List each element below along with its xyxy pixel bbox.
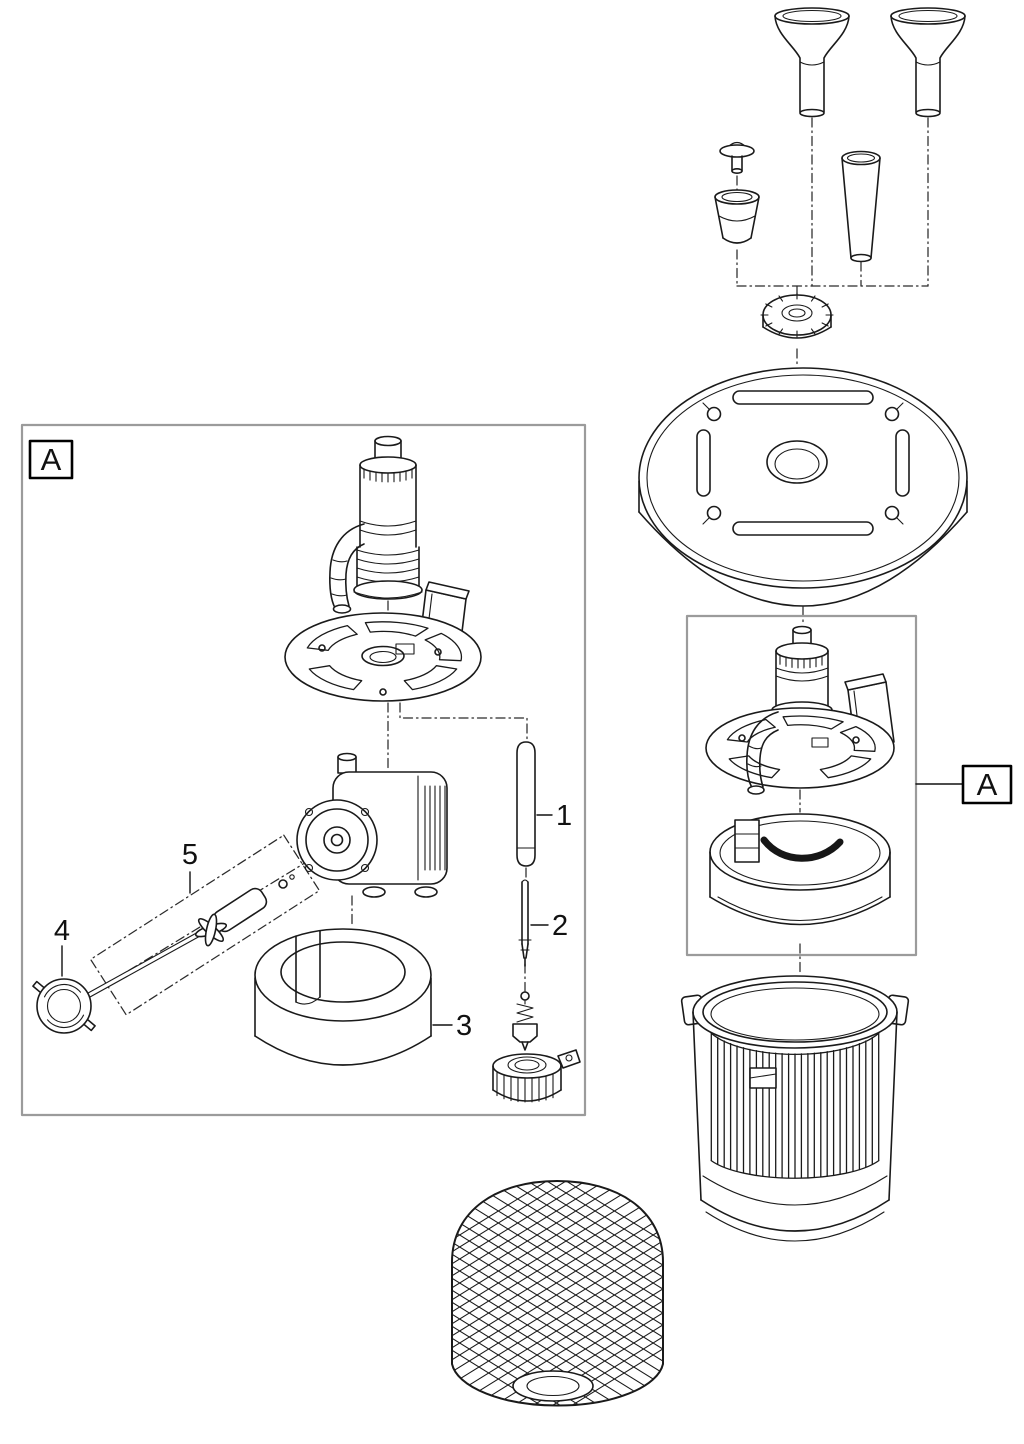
impeller-assembly (73, 874, 295, 1005)
riser-pipe-right (771, 625, 833, 719)
part-1-tube (516, 741, 536, 867)
nozzle-insert (719, 141, 755, 175)
float-cover (638, 367, 968, 607)
detail-box-a-text: A (41, 442, 62, 477)
pump-plate-left (284, 612, 482, 702)
pump-assembly-boxed (685, 614, 918, 975)
strainer-bucket (680, 975, 910, 1242)
ring-nut-top (760, 292, 834, 339)
riser-pipe-left (353, 435, 423, 600)
hose-elbow-right (746, 711, 779, 795)
reference-label-a: A (915, 764, 1013, 805)
pump-chamber-ring (254, 928, 432, 1066)
pump-motor (296, 752, 448, 898)
part-label-5: 5 (182, 839, 198, 871)
part-2-needle (518, 879, 532, 967)
nozzle-cone (714, 189, 760, 244)
bearing-cap (32, 978, 96, 1034)
assembly-axis-lines-top (736, 117, 929, 367)
pump-plate-right (705, 707, 895, 789)
part-label-1: 1 (556, 800, 572, 832)
reference-label-a-text: A (977, 767, 998, 802)
part-label-3: 3 (456, 1010, 472, 1042)
part-label-2: 2 (552, 910, 568, 942)
detail-box-a: A (20, 423, 587, 1117)
part-label-4: 4 (54, 915, 70, 947)
part-labels: 1 2 3 4 5 (54, 800, 572, 1042)
mesh-basket (451, 1180, 664, 1407)
threaded-nut (492, 1049, 581, 1103)
nozzle-tube (841, 150, 881, 263)
hose-elbow-left (329, 523, 365, 614)
fountain-nozzle-head-right (890, 7, 966, 118)
pump-bowl-right (709, 813, 891, 926)
fountain-nozzle-head-left (774, 7, 850, 118)
valve-insert (512, 991, 538, 1051)
impeller-unit-frame (89, 834, 321, 1016)
